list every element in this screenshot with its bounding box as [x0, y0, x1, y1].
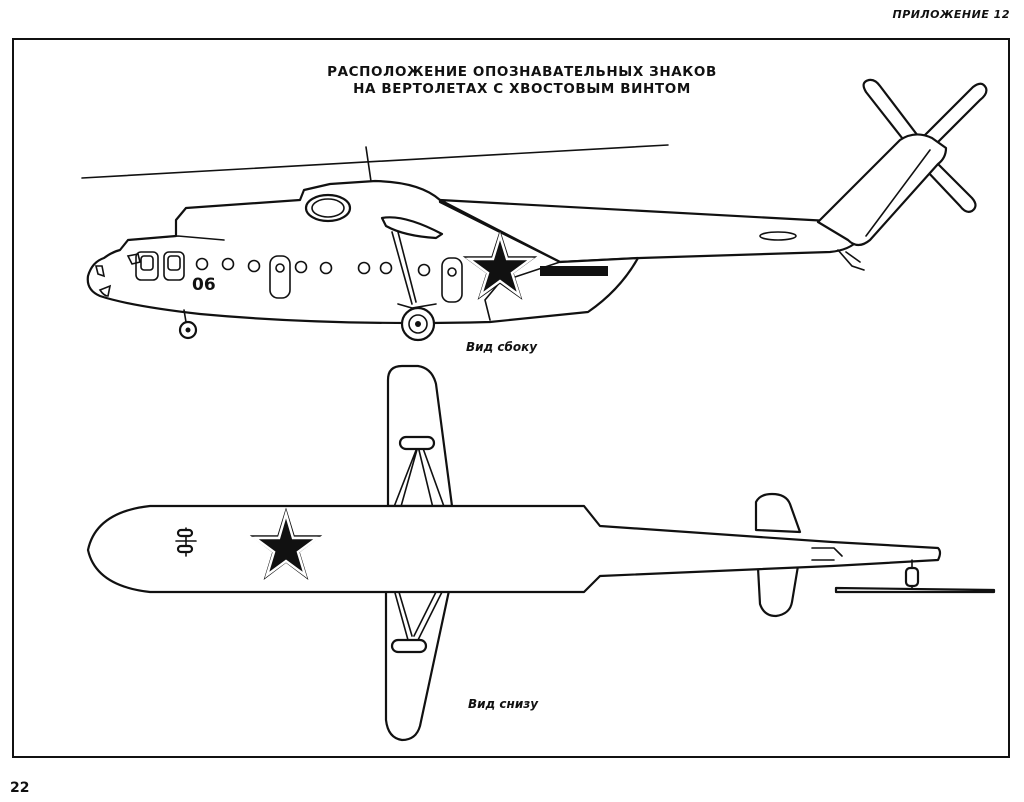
upper-stabilizer	[754, 492, 802, 534]
side-star-insignia	[462, 229, 538, 300]
tail-number: 06	[192, 275, 216, 295]
drawing-frame	[12, 38, 1010, 758]
tail-rotor-bottom	[834, 559, 996, 594]
lower-stub-wing	[384, 584, 452, 742]
bottom-star-insignia	[249, 507, 323, 581]
bottom-view-caption: Вид снизу	[468, 697, 539, 711]
side-view-caption: Вид сбоку	[466, 340, 538, 354]
side-view-helicopter: 06	[81, 78, 988, 342]
page-number: 22	[10, 780, 30, 796]
bottom-fuselage	[86, 504, 942, 594]
cabin-windows	[195, 255, 463, 303]
side-fuselage	[86, 179, 640, 325]
cockpit-windows	[94, 251, 185, 297]
exhaust-fairing	[380, 216, 444, 240]
tail-boom-vent	[759, 231, 797, 241]
nose-wheel-bottom	[175, 527, 197, 557]
tail-fin	[816, 133, 948, 247]
bottom-view-helicopter	[86, 364, 996, 742]
title-line-1: РАСПОЛОЖЕНИЕ ОПОЗНАВАТЕЛЬНЫХ ЗНАКОВ	[327, 64, 717, 80]
title-line-2: НА ВЕРТОЛЕТАХ С ХВОСТОВЫМ ВИНТОМ	[353, 81, 691, 97]
main-landing-gear	[391, 231, 437, 342]
appendix-label: ПРИЛОЖЕНИЕ 12	[892, 8, 1010, 21]
lower-fuel-tank	[390, 638, 428, 654]
upper-fuel-tank	[398, 435, 436, 451]
page-title: РАСПОЛОЖЕНИЕ ОПОЗНАВАТЕЛЬНЫХ ЗНАКОВ НА В…	[0, 64, 1024, 98]
side-stripe-marking	[540, 266, 608, 276]
nose-landing-gear	[178, 309, 198, 340]
lower-stabilizer	[756, 564, 800, 618]
main-rotor-blade	[81, 144, 669, 179]
